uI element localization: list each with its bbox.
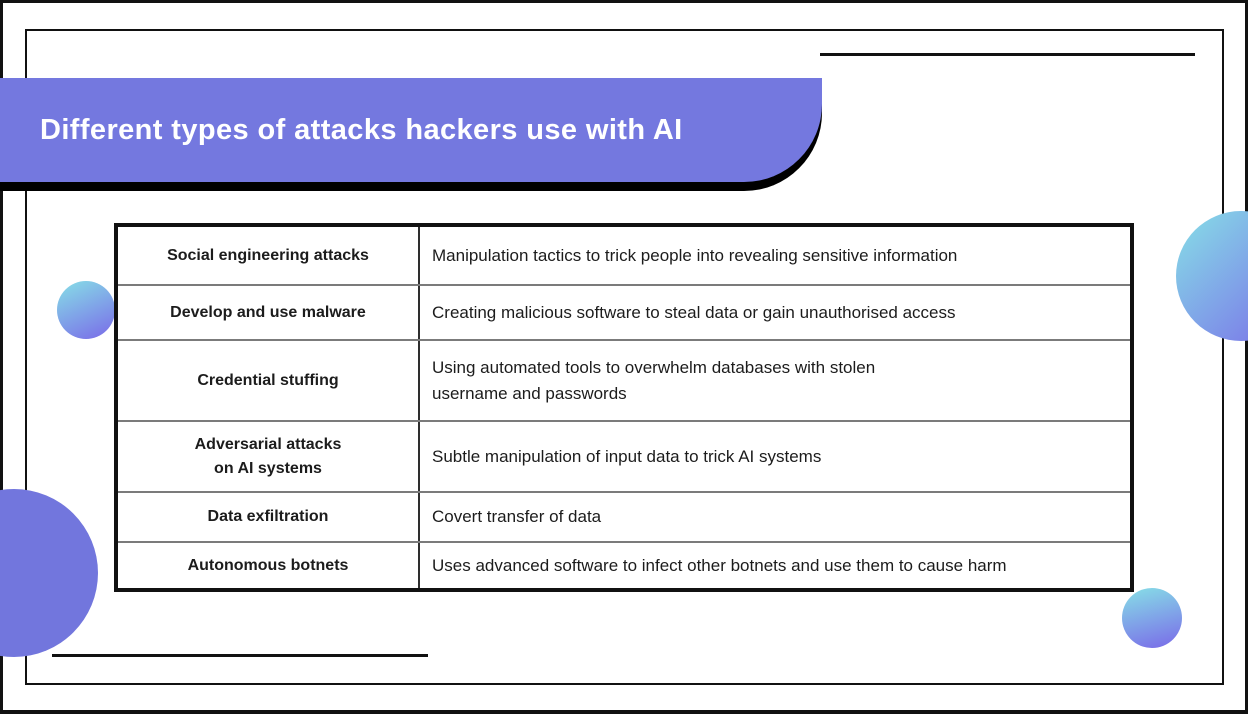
attack-description-cell: Creating malicious software to steal dat… — [432, 302, 956, 322]
title-banner: Different types of attacks hackers use w… — [0, 78, 822, 182]
table-row: Develop and use malware Creating maliciou… — [118, 284, 1130, 339]
attack-type-cell: Social engineering attacks — [118, 227, 420, 284]
attack-type-cell: Credential stuffing — [118, 341, 420, 420]
attack-description-cell: Manipulation tactics to trick people int… — [432, 245, 958, 265]
decorative-gradient-circle-bottom-right — [1122, 588, 1182, 648]
page-title: Different types of attacks hackers use w… — [40, 113, 683, 146]
table-row: Social engineering attacks Manipulation t… — [118, 227, 1130, 284]
attack-type-cell: Autonomous botnets — [118, 543, 420, 588]
table-row: Credential stuffing Using automated tools… — [118, 339, 1130, 420]
attack-description-cell: Covert transfer of data — [432, 507, 602, 527]
table-row: Autonomous botnets Uses advanced software… — [118, 541, 1130, 588]
table-row: Data exfiltration Covert transfer of data — [118, 491, 1130, 541]
attack-description-cell: Subtle manipulation of input data to tri… — [432, 446, 822, 466]
table-row: Adversarial attacks on AI systems Subtle … — [118, 420, 1130, 491]
attack-type-cell: Data exfiltration — [118, 493, 420, 541]
decorative-gradient-circle-left — [57, 281, 115, 339]
attack-type-cell: Develop and use malware — [118, 286, 420, 339]
top-right-accent-line — [820, 53, 1195, 56]
attack-description-cell: Uses advanced software to infect other b… — [432, 555, 1007, 575]
inner-frame-border — [25, 29, 1224, 685]
attack-types-table: Social engineering attacks Manipulation t… — [114, 223, 1134, 592]
attack-type-cell: Adversarial attacks on AI systems — [118, 422, 420, 491]
bottom-left-accent-line — [52, 654, 428, 657]
attack-description-cell: Using automated tools to overwhelm datab… — [432, 358, 876, 403]
